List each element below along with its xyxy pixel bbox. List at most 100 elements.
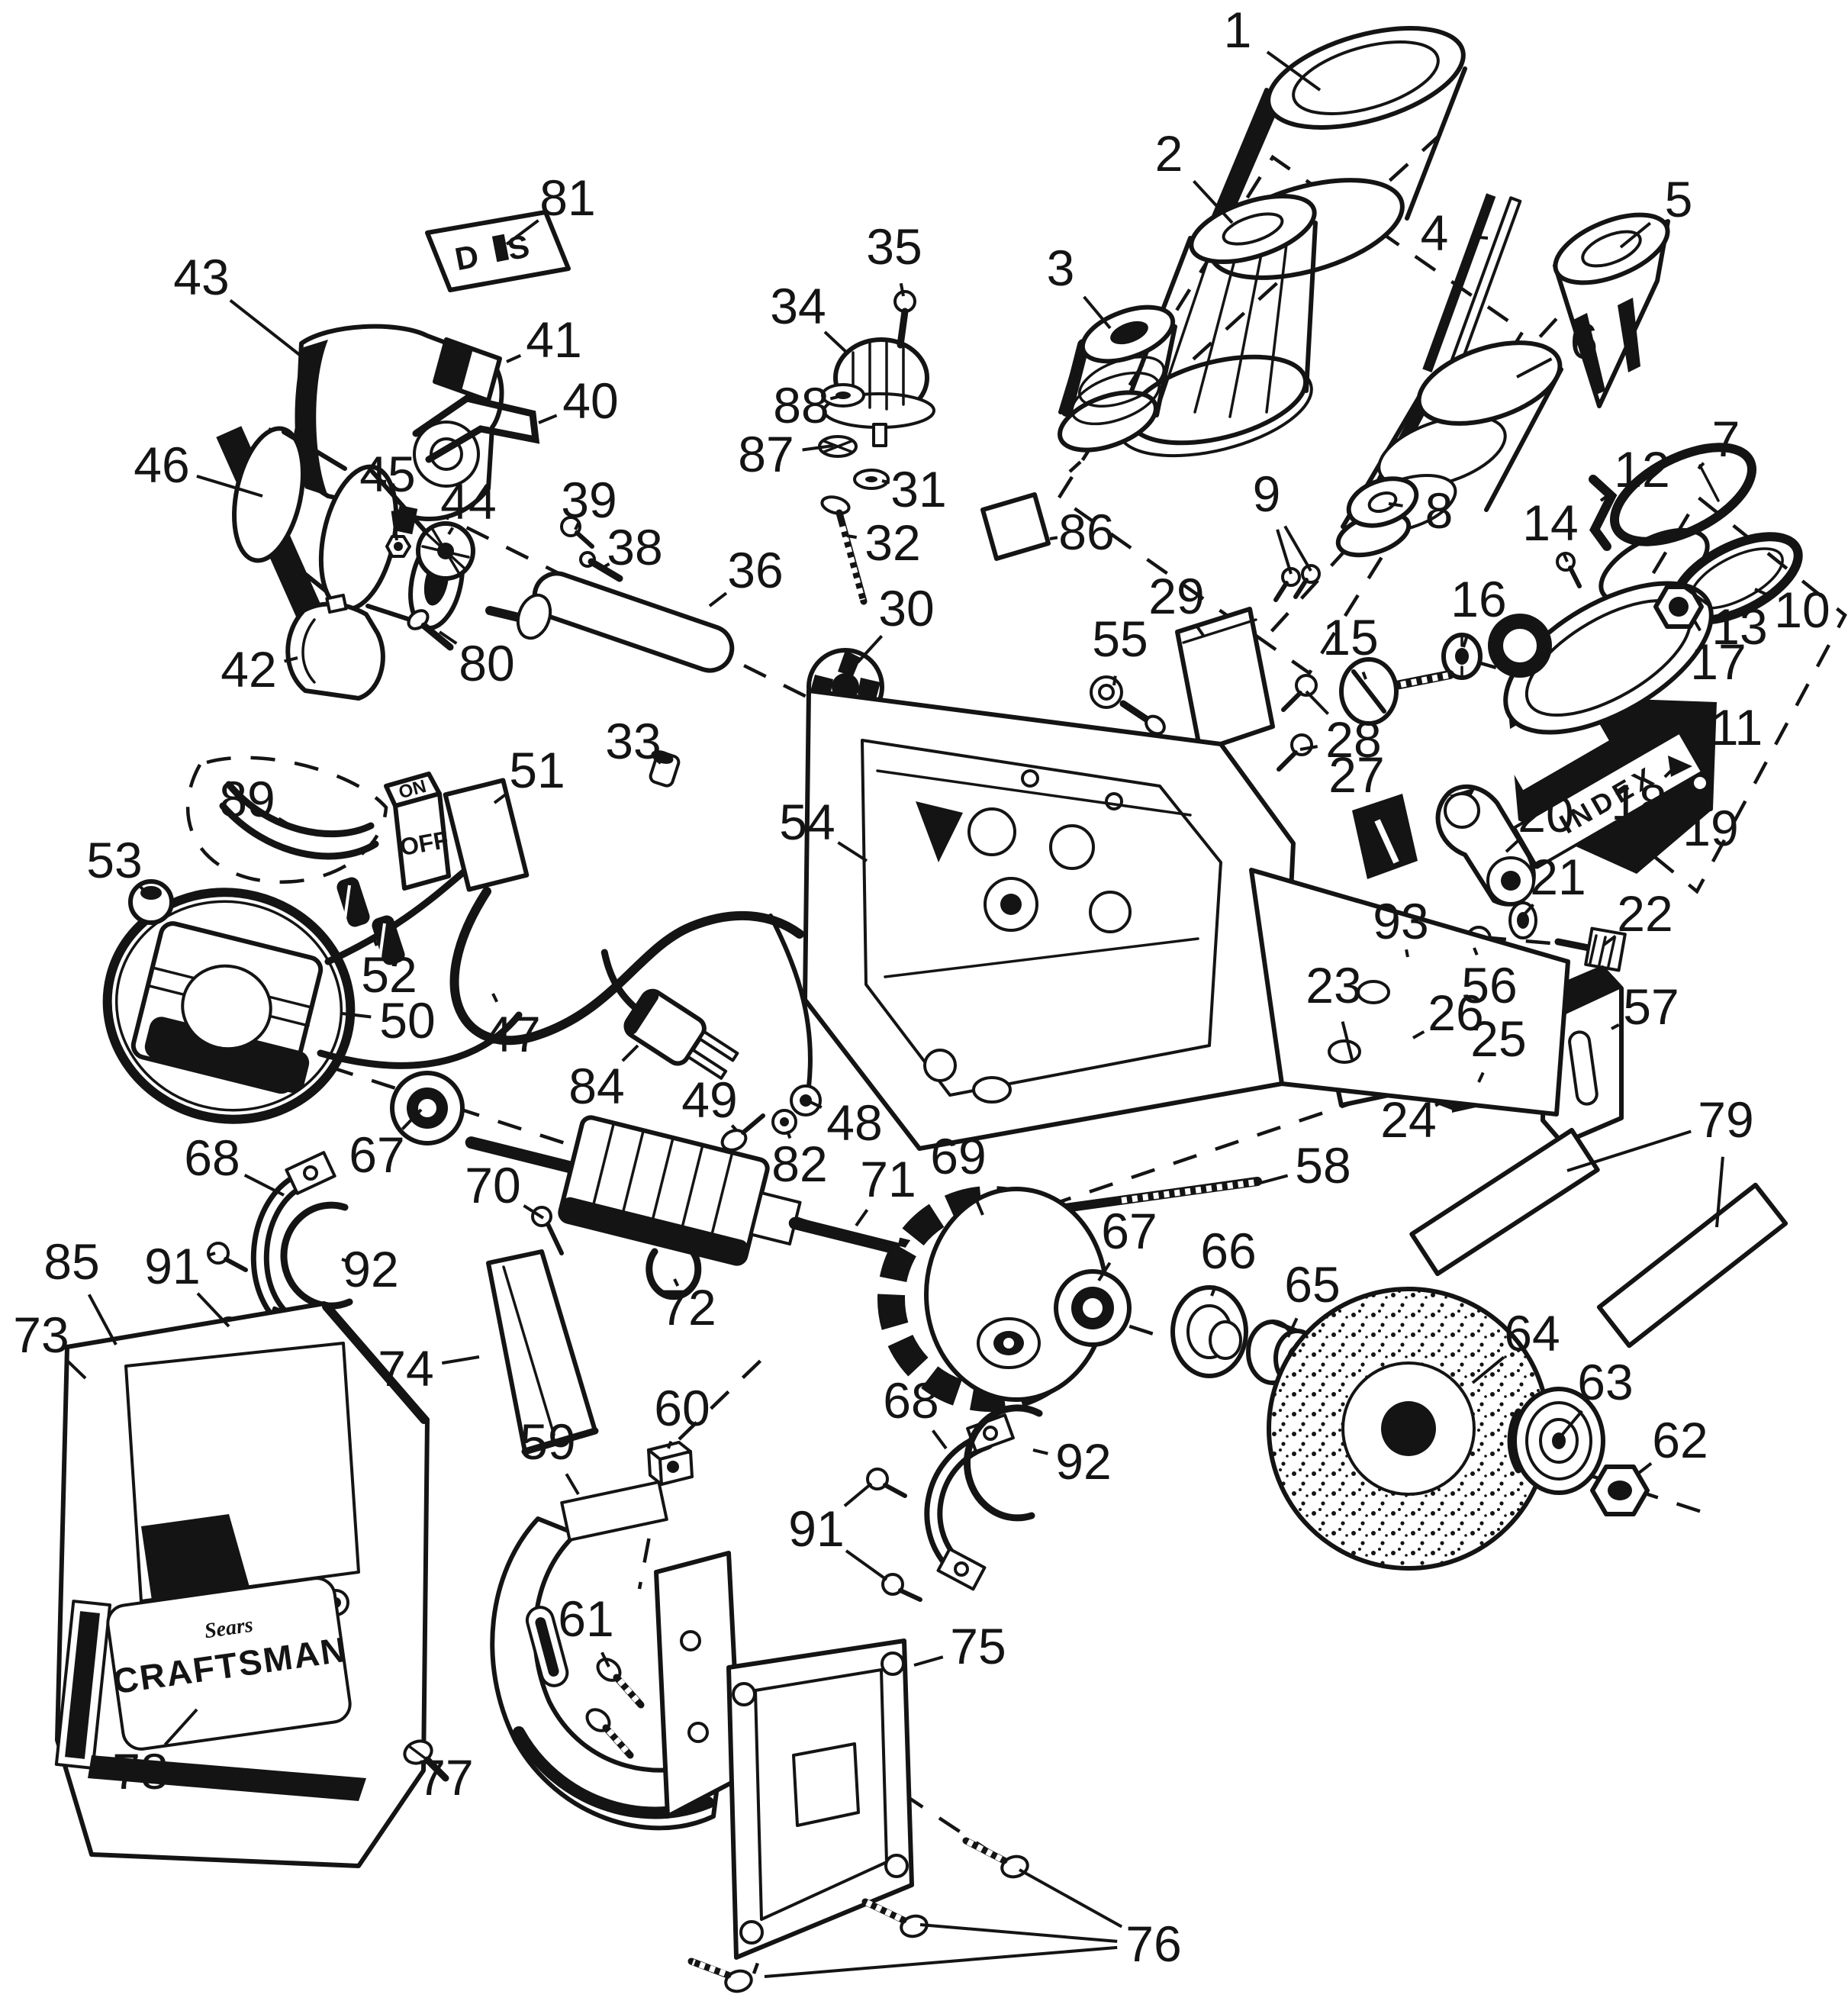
part-2-grinding-stone [1116, 194, 1318, 458]
part-48-terminal [768, 914, 822, 1116]
part-callout-60: 60 [654, 1380, 710, 1436]
part-callout-4: 4 [1421, 205, 1449, 261]
part-callout-39: 39 [561, 472, 617, 528]
leader-line-64 [1471, 1355, 1505, 1384]
part-18-detent-pin [1668, 756, 1692, 777]
part-callout-65: 65 [1284, 1256, 1340, 1313]
part-callout-31: 31 [890, 461, 946, 517]
part-61-screws [585, 1658, 645, 1759]
leader-line-23 [1341, 1021, 1354, 1060]
part-callout-67: 67 [349, 1126, 404, 1183]
part-callout-69: 69 [930, 1128, 986, 1184]
leader-line-27 [1369, 808, 1375, 817]
part-36-spindle-tube [485, 571, 735, 673]
part-callout-86: 86 [1058, 504, 1114, 560]
part-callout-88: 88 [773, 377, 829, 433]
leader-line-79 [1566, 1129, 1692, 1172]
part-59-wheel-guard [490, 1481, 742, 1831]
leader-line-6 [1516, 357, 1553, 379]
part-callout-91: 91 [144, 1238, 200, 1294]
leader-line-34 [823, 330, 850, 356]
leader-line-63 [1558, 1410, 1583, 1439]
part-53-knob [128, 879, 174, 925]
leader-line-18 [1663, 766, 1676, 778]
part-callout-20: 20 [1518, 786, 1573, 843]
part-callout-59: 59 [520, 1413, 575, 1470]
part-79-dressing-sticks [1409, 1127, 1788, 1348]
part-66-wheel-flange [1170, 1285, 1248, 1378]
leader-line-44 [447, 527, 454, 536]
part-82-washer [771, 1109, 797, 1135]
part-callout-56: 56 [1461, 957, 1517, 1013]
leader-line-85 [87, 1294, 118, 1345]
part-callout-16: 16 [1450, 571, 1506, 627]
part-callout-53: 53 [86, 832, 142, 888]
part-callout-79: 79 [1698, 1091, 1753, 1148]
leader-line-58 [1260, 1174, 1289, 1184]
part-callout-5: 5 [1665, 171, 1693, 227]
part-callout-11: 11 [1711, 699, 1763, 756]
part-callout-12: 12 [1614, 441, 1669, 498]
leader-line-66 [1210, 1285, 1217, 1297]
leader-line-48 [810, 1100, 823, 1109]
leader-line-60 [667, 1440, 673, 1449]
part-92-c-spring-right [963, 1404, 1043, 1522]
part-callout-58: 58 [1295, 1137, 1351, 1194]
leader-line-91 [845, 1549, 888, 1581]
part-52-brush-holders [336, 877, 405, 965]
leader-line-36 [708, 591, 728, 607]
part-callout-67: 67 [1101, 1203, 1157, 1259]
part-55-screw-washer [1090, 675, 1166, 736]
part-39-screw [560, 516, 594, 549]
leader-line-93 [1405, 949, 1409, 958]
part-callout-8: 8 [1425, 482, 1454, 539]
part-callout-75: 75 [950, 1618, 1006, 1674]
part-callout-55: 55 [1092, 611, 1148, 667]
part-callout-41: 41 [526, 311, 581, 368]
leader-line-91 [196, 1292, 230, 1328]
leader-line-24 [1434, 1100, 1443, 1107]
part-49-terminal-screw [720, 1113, 765, 1152]
part-callout-36: 36 [727, 542, 783, 598]
leader-line-55 [1112, 675, 1117, 686]
leader-line-3 [1083, 295, 1112, 330]
part-72-retaining-ring [646, 1246, 702, 1300]
leader-line-39 [574, 522, 581, 530]
part-callout-46: 46 [134, 437, 189, 493]
leader-line-22 [1602, 934, 1617, 946]
part-callout-25: 25 [1470, 1010, 1526, 1067]
leader-line-35 [899, 282, 905, 297]
leader-line-26 [1412, 1030, 1425, 1039]
part-11-index-gear-cup: INDEX [1488, 581, 1717, 874]
part-callout-80: 80 [459, 635, 514, 691]
leader-line-16 [1462, 634, 1470, 648]
part-62-hex-nut [1590, 1464, 1650, 1516]
part-81-id-tag: D S [425, 210, 571, 292]
part-callout-76: 76 [1125, 1916, 1181, 1972]
part-38-pin [579, 551, 623, 582]
part-callout-78: 78 [112, 1743, 168, 1800]
leader-line-9 [1276, 529, 1293, 575]
leader-line-47 [491, 993, 499, 1003]
part-89-wire-harness [185, 756, 388, 884]
part-callout-38: 38 [607, 519, 662, 575]
leader-line-9 [1283, 525, 1312, 572]
part-callout-40: 40 [562, 372, 618, 429]
part-callout-47: 47 [485, 1006, 540, 1062]
part-callout-33: 33 [605, 713, 661, 769]
leader-line-7 [1697, 462, 1705, 470]
part-callout-72: 72 [660, 1279, 716, 1336]
leader-line-59 [565, 1473, 580, 1496]
leader-line-49 [730, 1124, 739, 1133]
leader-line-87 [802, 444, 834, 452]
part-callout-42: 42 [221, 641, 276, 698]
leader-line-69 [971, 1190, 984, 1216]
part-callout-64: 64 [1504, 1305, 1560, 1361]
part-callout-74: 74 [378, 1340, 433, 1397]
leader-line-73 [66, 1359, 87, 1380]
part-40-wire-bail [412, 395, 540, 463]
part-28-screws [1277, 674, 1318, 772]
leader-line-65 [1286, 1317, 1299, 1338]
